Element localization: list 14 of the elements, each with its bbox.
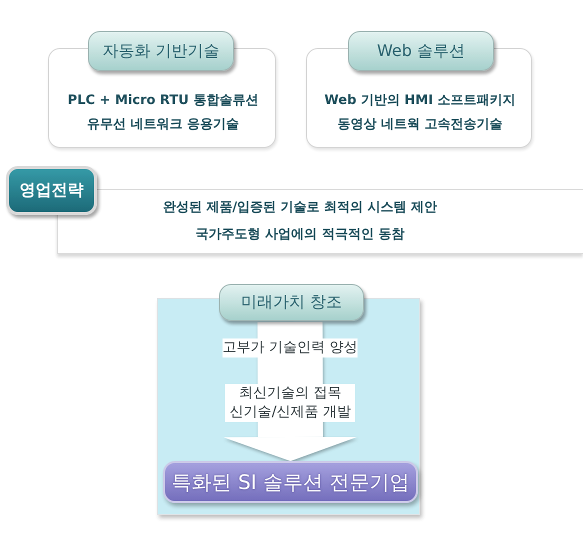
body-text: 완성된 제품/입증된 기술로 최적의 시스템 제안 [162,199,438,217]
heading-tab: 자동화 기반기술 [88,31,234,71]
body-text: Web 기반의 HMI 소프트패키지 [324,92,516,110]
body-text: PLC + Micro RTU 통합솔류션 [68,92,258,110]
body-text: 동영상 네트웍 고속전송기술 [337,116,503,134]
heading-tab: 미래가치 창조 [219,284,364,321]
body-text: 유무선 네트워크 응용기술 [86,116,240,134]
block-arrow [223,322,358,462]
result-banner: 특화된 SI 솔루션 전문기업 [163,461,418,503]
heading-tab: 영업전략 [6,166,97,215]
note-text: 고부가 기술인력 양성 [222,338,358,358]
body-text: 국가주도형 사업에의 적극적인 동참 [196,226,404,244]
heading-tab: Web 솔루션 [348,31,494,71]
edge-label: 최신기술의 접목 신기술/신제품 개발 [225,384,356,422]
